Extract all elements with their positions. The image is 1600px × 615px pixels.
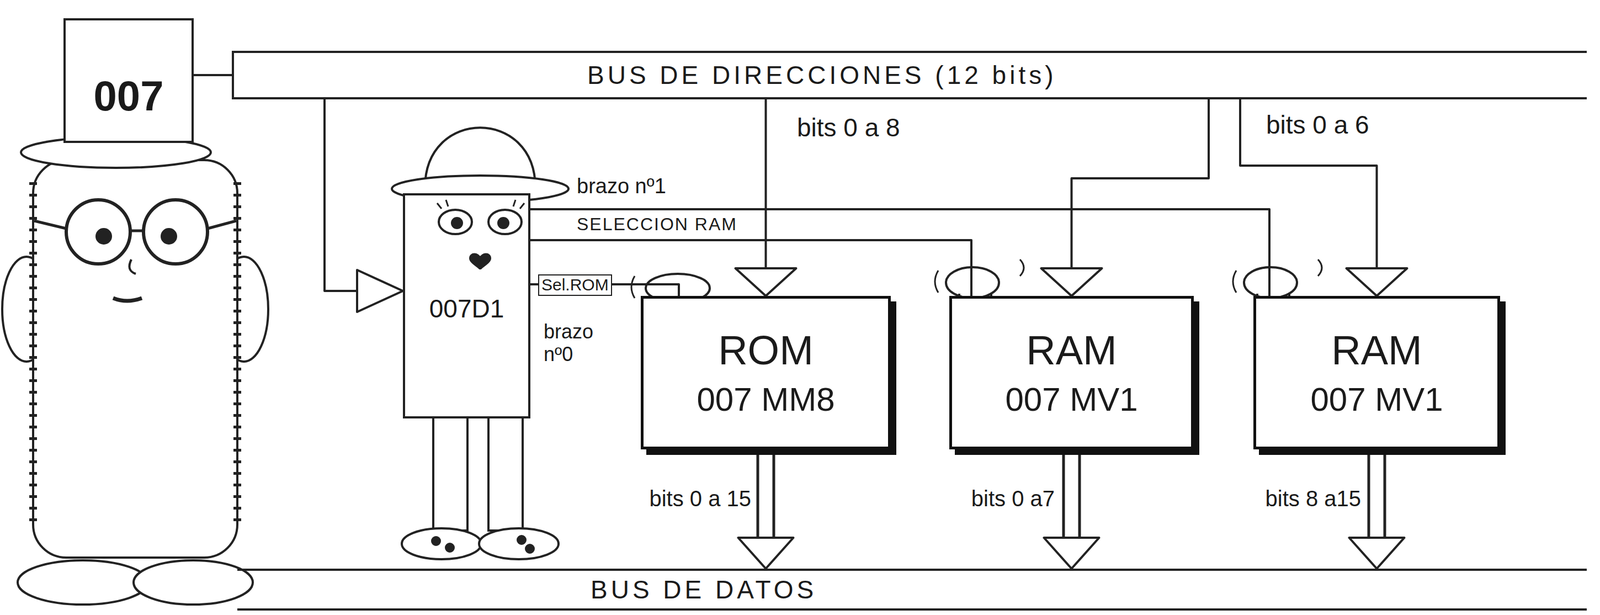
decoder-pupil [498,218,509,228]
node-title: 007D1 [429,293,505,324]
cpu-glasses-bridge [130,229,144,233]
node-subtitle: 007 MV1 [1310,380,1443,419]
cpu-character [2,136,269,605]
ram-box: RAM 007 MV1 [949,295,1194,450]
arrow-shaft [756,450,776,539]
cpu-pins [233,182,242,530]
signal-wire [530,240,972,296]
arrow-shaft-inner [1065,450,1079,539]
arm-label: brazo nº1 [576,174,667,199]
ram-box: RAM 007 MV1 [1253,295,1501,450]
address-bus: BUS DE DIRECCIONES (12 bits) [231,50,1587,100]
node-subtitle: 007 MV1 [1005,380,1138,419]
decoder-eye [488,209,522,235]
wire [530,240,972,296]
cpu-glasses [143,199,208,264]
cpu-foot [133,560,253,605]
cpu-foot [17,560,148,605]
decoder-shoe [401,528,482,560]
decoder-chip: 007D1 [402,193,531,419]
signal-wire [324,99,403,312]
node-title: RAM [1026,326,1117,374]
shoe-dot [432,537,440,545]
arrow-shaft-inner [1370,450,1384,539]
signal-wire [193,75,232,76]
arrow-shaft-inner [759,450,773,539]
cpu-mouth [113,298,142,301]
node-title: ROM [718,326,814,374]
edge-label: bits 8 a15 [1263,485,1364,512]
wire [324,99,359,291]
signal-wire [530,209,1270,296]
cpu-glasses-arm [34,220,67,229]
arrow-head [738,537,794,569]
node-title: 007 [93,71,164,120]
cpu-pupil [96,229,111,244]
cpu-glasses [66,199,131,264]
signal-wire [735,99,797,296]
arrow-head [1041,268,1103,296]
cpu-hat-label: 007 [63,18,194,143]
signal-wire [1041,99,1210,296]
edge-label: Sel.ROM [538,274,613,296]
decoder-shoe [479,528,559,560]
wire [1240,99,1378,270]
decoder-leg [433,417,468,531]
motion-marks [631,259,1322,299]
edge-label: bits 0 a 15 [646,485,754,512]
arrow-shaft [1062,450,1082,539]
cpu-pins [29,182,37,530]
decoder-lashes [437,199,525,209]
arm-label: brazo nº0 [543,320,606,366]
arrow-shaft [1367,450,1387,539]
cpu-nose [129,259,136,274]
node-title: RAM [1331,326,1422,374]
rom-box: ROM 007 MM8 [640,295,891,450]
arrow-head [1346,268,1408,296]
shoe-dot [525,544,534,553]
node-subtitle: 007 MM8 [696,380,835,419]
signal-name: SELECCION RAM [576,214,738,235]
decoder-character [391,127,569,560]
signal-wire [1240,99,1408,296]
wire [193,73,232,77]
arrow-head [357,269,403,312]
decoder-pupil [452,218,462,228]
wire [764,99,768,270]
edge-label: bits 0 a 8 [794,113,903,143]
node-title: BUS DE DATOS [590,574,817,605]
cpu-glasses-arm [207,220,237,229]
decoder-leg [488,417,523,531]
wire [530,209,1270,296]
edge-label: bits 0 a7 [969,485,1057,512]
decoder-eye [438,209,472,235]
data-bus: BUS DE DATOS [237,568,1587,611]
edge-label: bits 0 a 6 [1263,110,1372,140]
node-title: BUS DE DIRECCIONES (12 bits) [587,60,1057,90]
cpu-pupil [161,229,177,244]
wire [1071,99,1210,270]
arrow-head [735,268,797,296]
decoder-mouth [470,254,491,270]
shoe-dot [517,535,526,544]
arrow-head [1044,537,1100,569]
shoe-dot [445,543,454,552]
arrow-head [1349,537,1405,569]
cpu-body [33,160,238,558]
